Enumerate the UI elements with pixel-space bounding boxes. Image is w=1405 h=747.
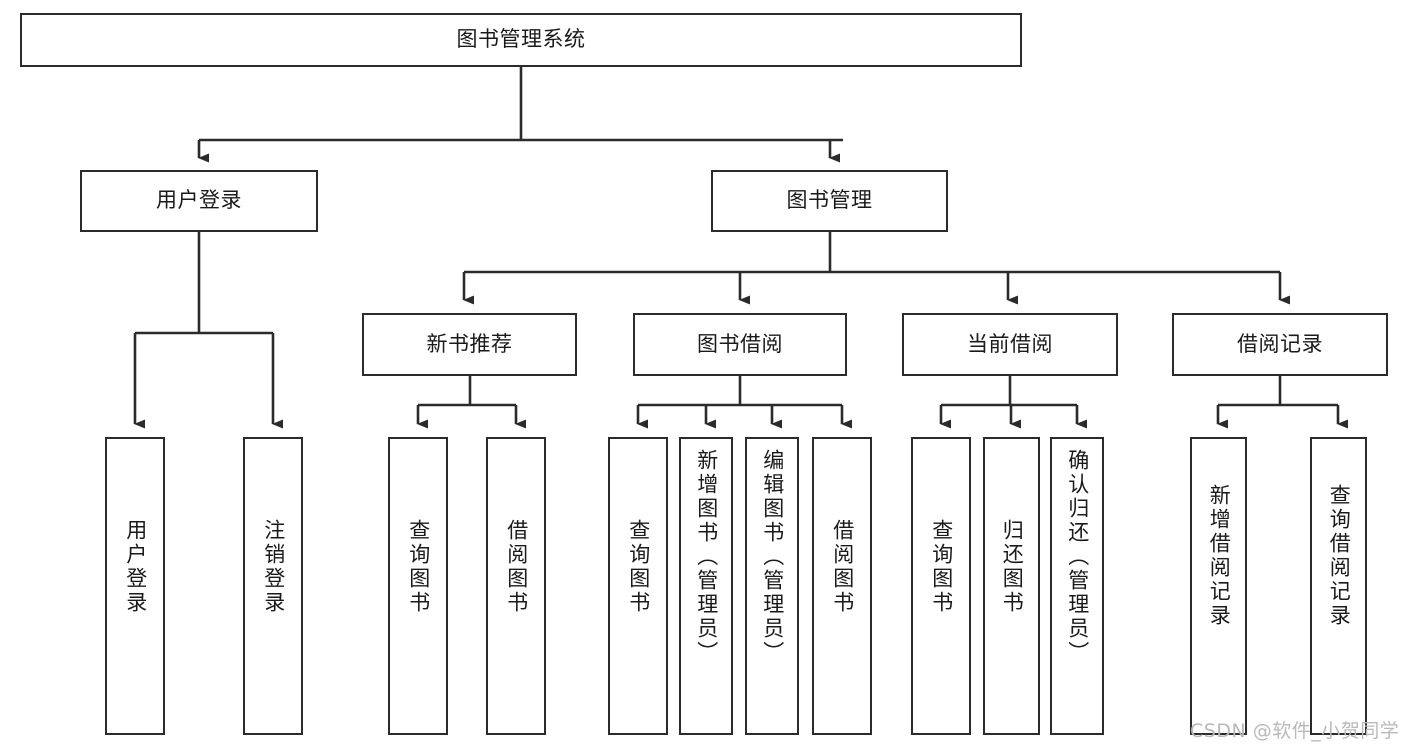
node-user-login-label: 用户登录 [156, 188, 242, 213]
node-leaf-edit-book[interactable]: 编辑图书（管理员） [745, 437, 799, 735]
node-leaf-borrow-book-rec[interactable]: 借阅图书 [486, 437, 546, 735]
node-borrow-record[interactable]: 借阅记录 [1172, 313, 1388, 376]
node-leaf-query-book-borrow[interactable]: 查询图书 [608, 437, 668, 735]
node-leaf-add-book-label: 新增图书（管理员） [694, 449, 719, 665]
node-book-manage[interactable]: 图书管理 [711, 170, 948, 232]
node-leaf-borrow-book-rec-label: 借阅图书 [504, 519, 529, 615]
node-leaf-user-login-label: 用户登录 [123, 519, 148, 615]
node-leaf-query-book-cur-label: 查询图书 [929, 519, 954, 615]
node-leaf-borrow-book[interactable]: 借阅图书 [812, 437, 872, 735]
node-leaf-logout-label: 注销登录 [261, 519, 286, 615]
node-leaf-add-record-label: 新增借阅记录 [1207, 484, 1232, 628]
node-leaf-query-book-rec-label: 查询图书 [406, 519, 431, 615]
node-leaf-query-book-borrow-label: 查询图书 [626, 519, 651, 615]
node-leaf-query-book-cur[interactable]: 查询图书 [911, 437, 971, 735]
node-leaf-user-login[interactable]: 用户登录 [105, 437, 165, 735]
node-borrow-record-label: 借阅记录 [1237, 331, 1323, 356]
node-leaf-query-record-label: 查询借阅记录 [1327, 484, 1352, 628]
node-leaf-return-book-label: 归还图书 [1000, 519, 1025, 615]
node-new-book-recommend-label: 新书推荐 [426, 331, 513, 356]
node-book-manage-label: 图书管理 [786, 188, 873, 213]
node-book-borrow[interactable]: 图书借阅 [633, 313, 847, 376]
node-leaf-logout[interactable]: 注销登录 [243, 437, 303, 735]
node-book-borrow-label: 图书借阅 [697, 331, 783, 356]
node-leaf-confirm-return[interactable]: 确认归还（管理员） [1050, 437, 1104, 735]
node-root[interactable]: 图书管理系统 [20, 13, 1022, 67]
node-leaf-confirm-return-label: 确认归还（管理员） [1065, 449, 1090, 665]
node-root-label: 图书管理系统 [456, 27, 586, 52]
node-leaf-add-book[interactable]: 新增图书（管理员） [679, 437, 733, 735]
node-current-borrow[interactable]: 当前借阅 [902, 313, 1118, 376]
node-leaf-query-book-rec[interactable]: 查询图书 [388, 437, 448, 735]
node-user-login[interactable]: 用户登录 [80, 170, 318, 232]
node-current-borrow-label: 当前借阅 [967, 331, 1053, 356]
node-leaf-edit-book-label: 编辑图书（管理员） [760, 449, 785, 665]
node-leaf-borrow-book-label: 借阅图书 [830, 519, 855, 615]
node-leaf-add-record[interactable]: 新增借阅记录 [1190, 437, 1247, 735]
node-new-book-recommend[interactable]: 新书推荐 [362, 313, 577, 376]
node-leaf-query-record[interactable]: 查询借阅记录 [1310, 437, 1367, 735]
node-leaf-return-book[interactable]: 归还图书 [983, 437, 1040, 735]
